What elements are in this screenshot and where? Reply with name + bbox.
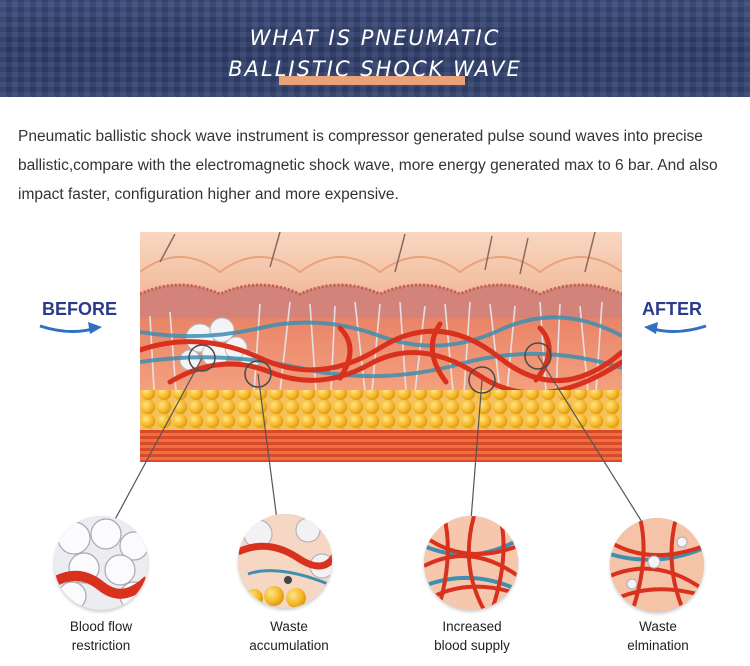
title-underline — [279, 76, 465, 85]
caption-line: Waste — [270, 619, 308, 634]
detail-circle-waste-accumulation — [238, 514, 332, 608]
description-text: Pneumatic ballistic shock wave instrumen… — [18, 128, 718, 203]
detail-circle-waste-elimination — [610, 518, 704, 612]
caption-increased-blood-supply: Increased blood supply — [402, 617, 542, 655]
caption-waste-accumulation: Waste accumulation — [219, 617, 359, 655]
header-banner: WHAT IS PNEUMATIC BALLISTIC SHOCK WAVE — [0, 0, 750, 97]
caption-waste-elimination: Waste elmination — [588, 617, 728, 655]
after-label: AFTER — [642, 299, 702, 319]
caption-line: accumulation — [249, 638, 329, 653]
curved-arrow-right-icon — [39, 322, 102, 334]
detail-circle-blood-flow-restriction — [54, 516, 148, 610]
caption-line: Increased — [442, 619, 502, 634]
before-label: BEFORE — [42, 299, 118, 319]
caption-line: restriction — [71, 638, 131, 653]
title-line-1: WHAT IS PNEUMATIC — [249, 26, 501, 50]
skin-cross-section-illustration — [140, 232, 622, 462]
detail-circle-increased-blood-supply — [424, 516, 518, 610]
title-line-2: BALLISTIC SHOCK WAVE — [228, 57, 522, 81]
curved-arrow-left-icon — [644, 322, 707, 334]
caption-line: Waste — [639, 619, 677, 634]
skin-layers-graphic — [140, 232, 622, 462]
caption-line: blood supply — [434, 638, 510, 653]
caption-line: elmination — [627, 638, 689, 653]
caption-blood-flow-restriction: Blood flow restriction — [31, 617, 171, 655]
caption-line: Blood flow — [69, 619, 133, 634]
